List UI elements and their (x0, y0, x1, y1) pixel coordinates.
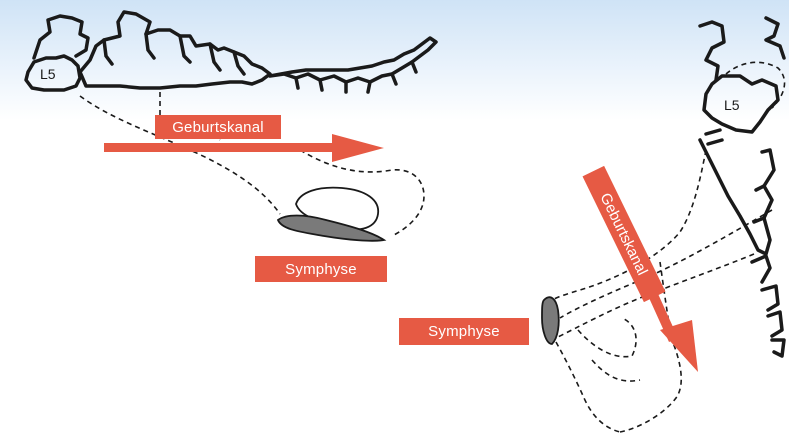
right-sacrum (700, 140, 774, 254)
left-canal-label-text: Geburtskanal (172, 119, 264, 136)
left-l4-vertebra (34, 16, 88, 58)
left-canal-label: Geburtskanal (155, 115, 281, 139)
right-spine (700, 18, 784, 356)
right-pelvis-outline (546, 62, 785, 432)
left-coccyx (270, 38, 436, 82)
right-coccyx (752, 256, 784, 356)
right-l5-vertebra (704, 76, 778, 132)
right-symphysis-label: Symphyse (399, 318, 529, 345)
right-figure (542, 18, 785, 432)
left-sacrum (80, 12, 270, 88)
left-symphysis-label: Symphyse (255, 256, 387, 282)
left-l5-label: L5 (40, 66, 56, 82)
left-symphysis-label-text: Symphyse (285, 261, 357, 278)
right-symphysis-bone (542, 297, 559, 344)
right-l4-vertebra (700, 22, 724, 80)
right-symphysis-label-text: Symphyse (428, 323, 500, 340)
right-l5-label: L5 (724, 97, 740, 113)
left-spine (26, 12, 436, 92)
